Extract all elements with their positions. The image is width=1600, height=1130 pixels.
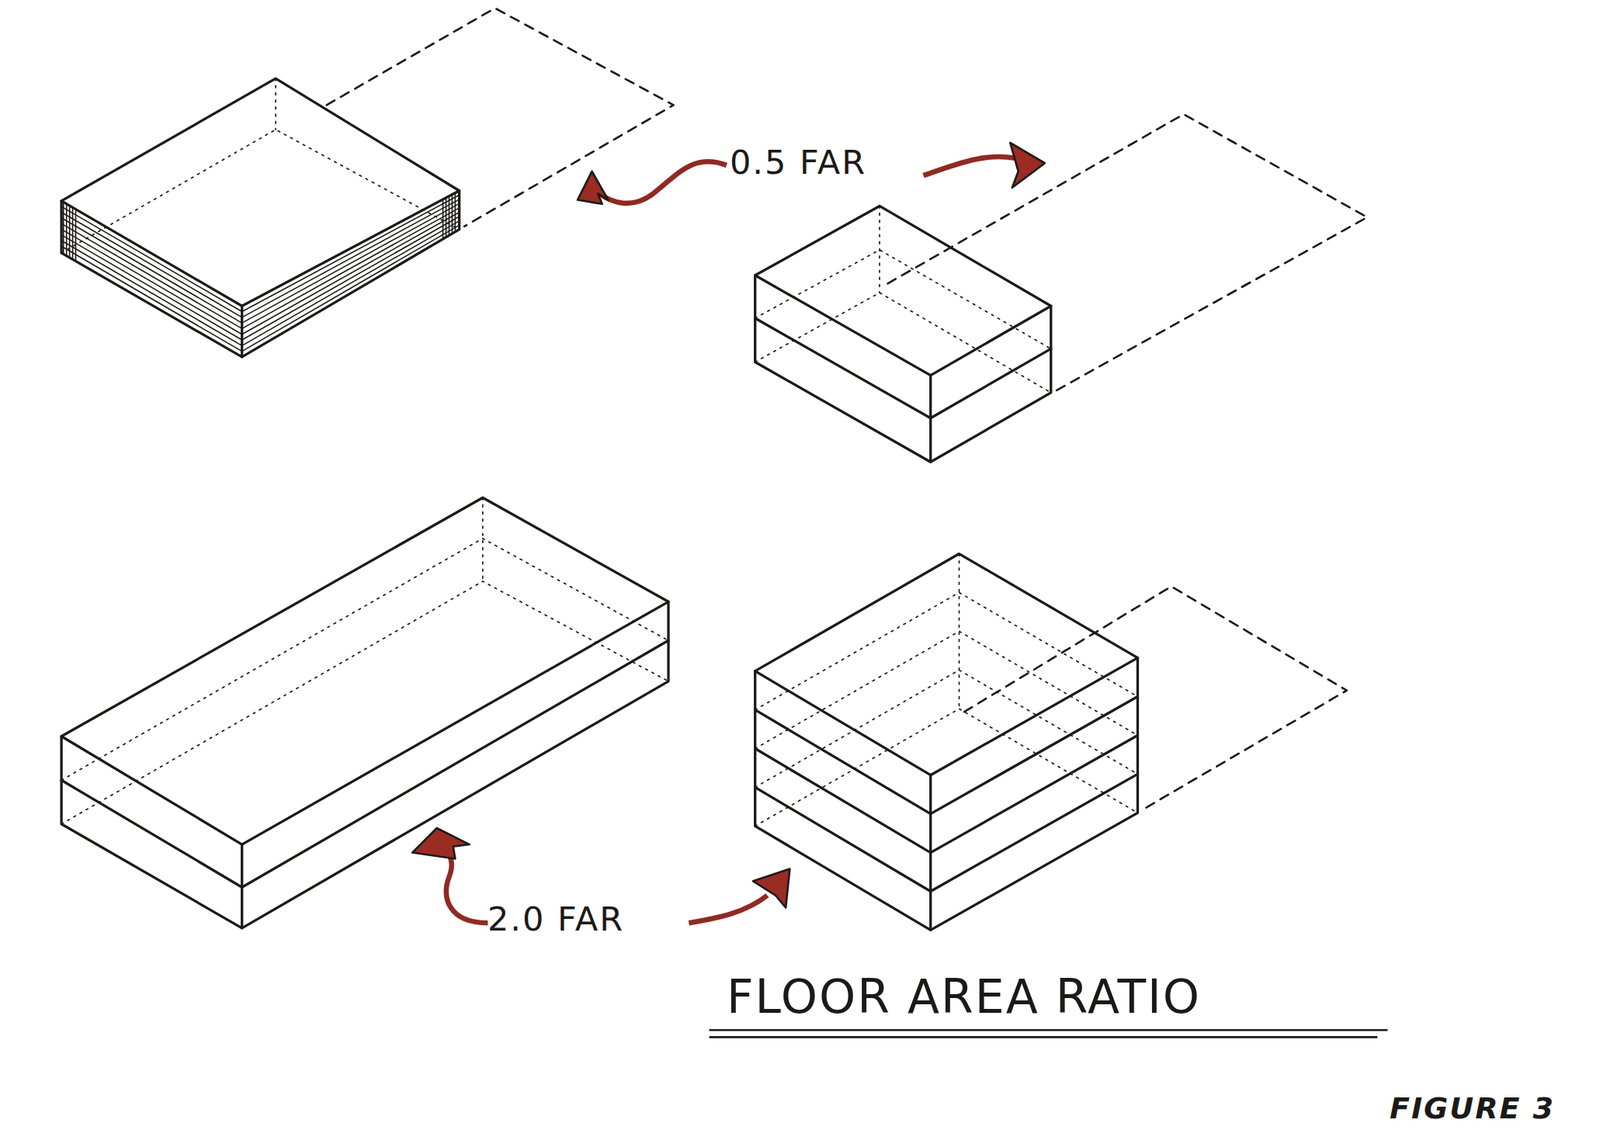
hatch-line — [61, 229, 243, 334]
hatch-line — [242, 216, 460, 341]
hatch-line — [72, 208, 74, 259]
hatch-line — [61, 235, 243, 341]
one-storey-slab — [61, 8, 674, 358]
figure-caption: FIGURE 3 — [1389, 1091, 1555, 1126]
far-label: 0.5 FAR — [729, 142, 867, 182]
hatch-line — [61, 206, 243, 312]
far-label: 2.0 FAR — [487, 899, 625, 939]
hatch-line — [242, 225, 460, 352]
hatch-line — [448, 197, 451, 236]
pointer-arrows — [412, 142, 1045, 924]
hatch-line — [445, 198, 448, 237]
hatch-line — [65, 204, 68, 255]
hatch-line — [75, 211, 77, 261]
hatch-line — [61, 246, 243, 351]
hatch-line — [242, 203, 460, 323]
hatch-line — [61, 223, 243, 329]
hatch-line — [61, 240, 243, 346]
hatch-line — [454, 192, 457, 231]
hatch-line — [62, 203, 65, 254]
hatch-line — [242, 194, 460, 312]
hatch-line — [69, 207, 71, 257]
figure-title: FLOOR AREA RATIO — [726, 969, 1201, 1024]
hatch-line — [242, 211, 460, 334]
hatch-line — [242, 221, 460, 347]
hatch-line — [242, 208, 460, 329]
two-storey-full-lot-building — [61, 497, 669, 929]
hatch-line — [61, 218, 243, 323]
hatch-line — [242, 199, 460, 318]
title-underline — [709, 1030, 1389, 1038]
four-storey-building — [755, 554, 1347, 931]
hatch-line — [61, 211, 243, 317]
hatch-line — [451, 194, 454, 233]
